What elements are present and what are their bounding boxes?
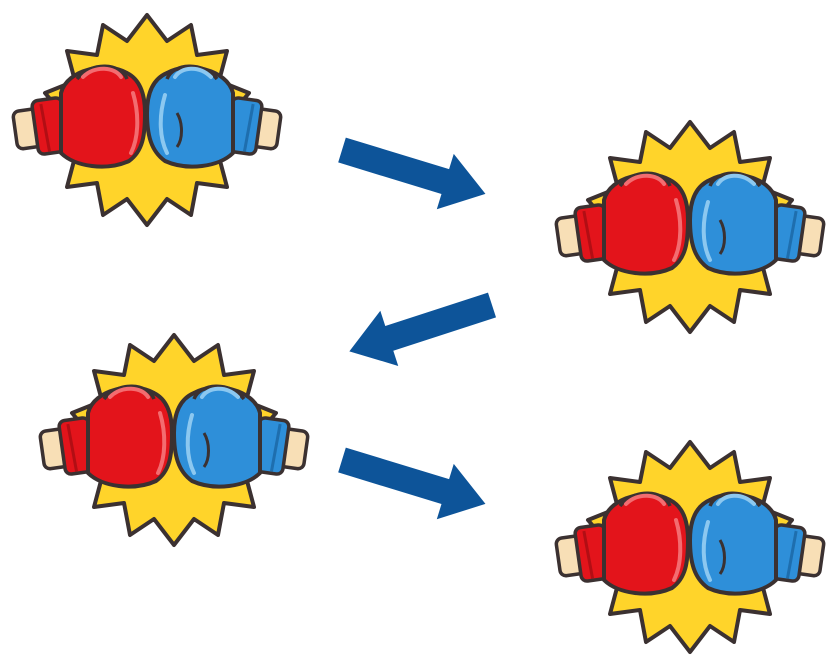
boxing-clash-icon — [553, 120, 827, 334]
arrow-right-icon — [333, 122, 494, 222]
boxing-clash-icon — [37, 333, 311, 547]
boxing-clash-icon — [10, 13, 284, 227]
arrow-left-icon — [340, 277, 501, 379]
boxing-clash-icon — [553, 440, 827, 654]
arrow-right-icon — [333, 432, 494, 532]
